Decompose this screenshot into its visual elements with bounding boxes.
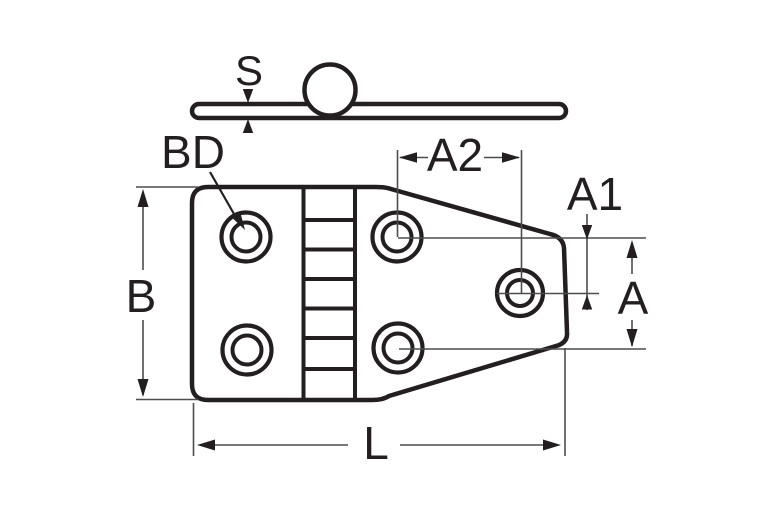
hinge-outline [189, 184, 570, 403]
dimension-label-bd: BD [161, 126, 225, 178]
leader-line [209, 171, 239, 222]
dimension-label-a2: A2 [427, 129, 483, 181]
dimension-a: A [618, 240, 649, 347]
dimension-label-s: S [235, 47, 263, 94]
dimension-s: S [235, 47, 263, 133]
dimension-label-a: A [618, 272, 649, 324]
screw-hole-top-left-inner [229, 220, 263, 254]
arrowhead-down [242, 89, 254, 103]
callout-bd: BD [161, 126, 245, 230]
extension-lines [136, 150, 646, 456]
arrowhead-down [626, 329, 638, 347]
dimension-b: B [126, 189, 157, 397]
arrowhead-leader [232, 213, 245, 230]
screw-holes [219, 210, 546, 377]
arrowhead-down [137, 379, 149, 397]
screw-hole-bottom-middle-inner [381, 331, 415, 365]
arrowhead-right [543, 439, 561, 451]
arrowhead-up [137, 189, 149, 207]
arrowhead-up [626, 240, 638, 258]
arrowhead-down [581, 225, 593, 240]
arrowhead-right [502, 152, 520, 163]
arrowhead-up [581, 295, 593, 310]
arrowhead-left [197, 439, 215, 451]
dimension-label-l: L [363, 417, 389, 469]
arrowhead-up [242, 119, 254, 133]
dimension-a2: A2 [399, 129, 520, 181]
dimension-label-b: B [126, 270, 157, 322]
screw-hole-bottom-left-inner [230, 333, 264, 367]
knuckle-ladder [301, 189, 357, 398]
side-view: S [189, 47, 569, 133]
top-view: B A2 A1 A [126, 126, 649, 469]
dimension-label-a1: A1 [567, 168, 623, 220]
dimension-a1: A1 [567, 168, 623, 310]
side-view-leaf-plate [189, 101, 569, 121]
dimension-l: L [197, 417, 561, 469]
knuckle-barrel-circle [302, 62, 358, 118]
arrowhead-left [399, 152, 417, 163]
